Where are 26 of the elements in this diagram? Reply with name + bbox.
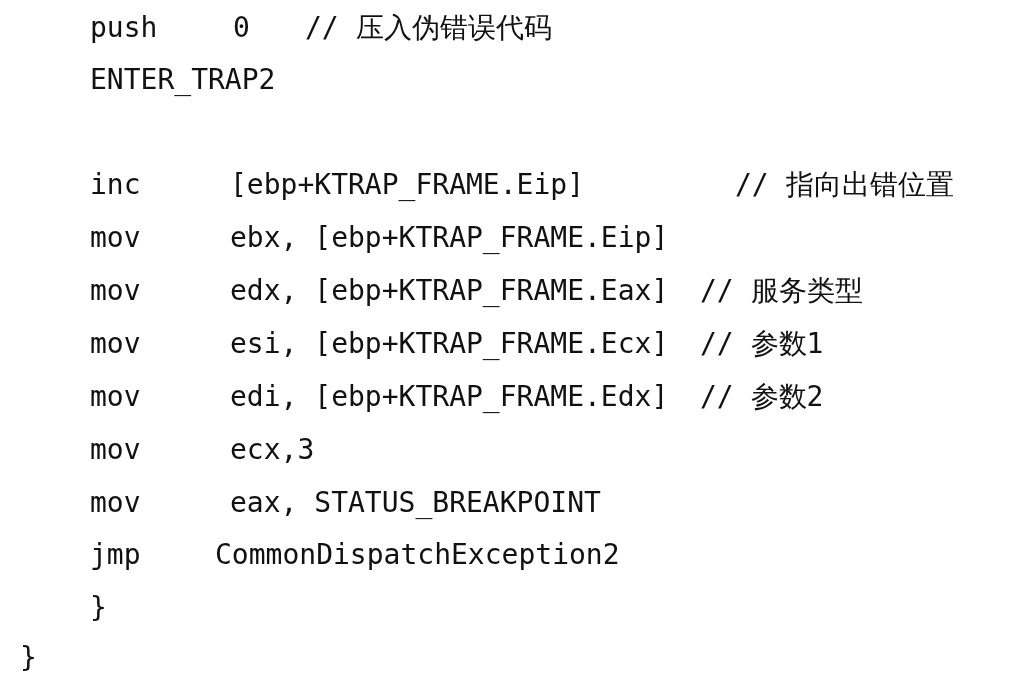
instruction-operand: 0 xyxy=(233,10,250,46)
instruction-mnemonic: push xyxy=(90,10,158,46)
closing-brace: } xyxy=(90,590,107,626)
code-comment: // 指向出错位置 xyxy=(735,167,954,203)
closing-brace: } xyxy=(20,640,37,676)
code-comment: // 参数1 xyxy=(700,326,824,362)
instruction-operand: CommonDispatchException2 xyxy=(215,537,620,573)
code-comment: // 参数2 xyxy=(700,379,824,415)
instruction-operand: edx, [ebp+KTRAP_FRAME.Eax] xyxy=(230,273,669,309)
instruction-operand: ecx,3 xyxy=(230,432,315,468)
instruction-operand: eax, STATUS_BREAKPOINT xyxy=(230,485,601,521)
instruction-mnemonic: mov xyxy=(90,379,141,415)
instruction-operand: ebx, [ebp+KTRAP_FRAME.Eip] xyxy=(230,220,669,256)
instruction-mnemonic: mov xyxy=(90,432,141,468)
code-comment: // 服务类型 xyxy=(700,273,863,309)
instruction-mnemonic: jmp xyxy=(90,537,141,573)
instruction-mnemonic: mov xyxy=(90,485,141,521)
instruction-operand: [ebp+KTRAP_FRAME.Eip] xyxy=(230,167,584,203)
instruction-operand: edi, [ebp+KTRAP_FRAME.Edx] xyxy=(230,379,669,415)
instruction-mnemonic: mov xyxy=(90,220,141,256)
instruction-mnemonic: inc xyxy=(90,167,141,203)
instruction-mnemonic: mov xyxy=(90,326,141,362)
instruction-operand: esi, [ebp+KTRAP_FRAME.Ecx] xyxy=(230,326,669,362)
code-comment: // 压入伪错误代码 xyxy=(305,10,552,46)
macro-name: ENTER_TRAP2 xyxy=(90,62,276,98)
instruction-mnemonic: mov xyxy=(90,273,141,309)
